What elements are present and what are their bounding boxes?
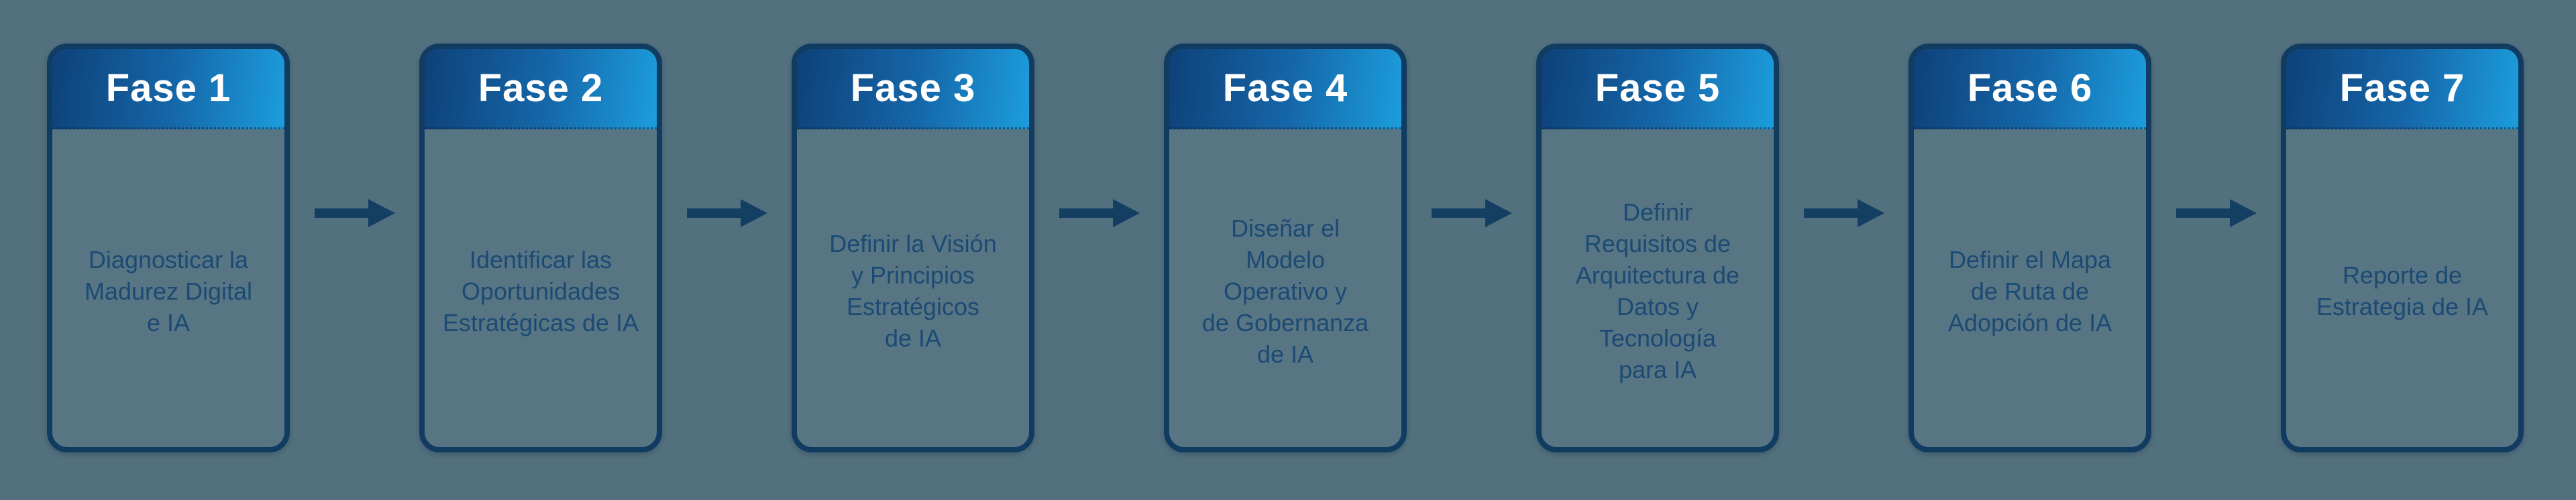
phase-description: Definir la Visión y Principios Estratégi… [829, 230, 997, 352]
right-arrow-icon [1431, 198, 1512, 228]
right-arrow-icon [2176, 198, 2257, 228]
right-arrow-icon [314, 198, 395, 228]
phase-body: Definir la Visión y Principios Estratégi… [797, 129, 1029, 447]
connector-gap [2151, 44, 2281, 228]
right-arrow-icon [1803, 198, 1884, 228]
phase-header: Fase 5 [1542, 49, 1774, 129]
phase-title: Fase 2 [478, 66, 604, 110]
phase-title: Fase 6 [1967, 66, 2093, 110]
phase-description: Definir el Mapa de Ruta de Adopción de I… [1947, 245, 2112, 336]
phase-body: Definir Requisitos de Arquitectura de Da… [1542, 129, 1774, 447]
phase-description: Definir Requisitos de Arquitectura de Da… [1575, 198, 1740, 383]
phase-card-4: Fase 4 Diseñar el Modelo Operativo y de … [1164, 44, 1407, 452]
right-arrow-icon [1059, 198, 1140, 228]
connector-gap [1407, 44, 1536, 228]
phase-card-5: Fase 5 Definir Requisitos de Arquitectur… [1536, 44, 1779, 452]
phase-card-6: Fase 6 Definir el Mapa de Ruta de Adopci… [1909, 44, 2151, 452]
right-arrow-icon [686, 198, 767, 228]
phase-body: Diagnosticar la Madurez Digital e IA [52, 129, 284, 447]
phase-header: Fase 4 [1169, 49, 1401, 129]
connector-gap [662, 44, 792, 228]
phase-card-2: Fase 2 Identificar las Oportunidades Est… [419, 44, 662, 452]
phase-description: Diseñar el Modelo Operativo y de Goberna… [1201, 214, 1369, 368]
phase-header: Fase 1 [52, 49, 284, 129]
phase-title: Fase 3 [850, 66, 976, 110]
phase-body: Definir el Mapa de Ruta de Adopción de I… [1914, 129, 2146, 447]
phase-body: Reporte de Estrategia de IA [2286, 129, 2518, 447]
phase-card-3: Fase 3 Definir la Visión y Principios Es… [792, 44, 1034, 452]
phase-header: Fase 7 [2286, 49, 2518, 129]
phase-card-1: Fase 1 Diagnosticar la Madurez Digital e… [47, 44, 290, 452]
phase-description: Diagnosticar la Madurez Digital e IA [84, 245, 253, 336]
phase-header: Fase 3 [797, 49, 1029, 129]
phase-card-7: Fase 7 Reporte de Estrategia de IA [2281, 44, 2524, 452]
phase-body: Diseñar el Modelo Operativo y de Goberna… [1169, 129, 1401, 447]
connector-gap [1034, 44, 1164, 228]
phase-description: Identificar las Oportunidades Estratégic… [442, 245, 639, 336]
phase-title: Fase 5 [1595, 66, 1721, 110]
connector-gap [290, 44, 419, 228]
connector-gap [1779, 44, 1909, 228]
phase-title: Fase 7 [2339, 66, 2465, 110]
phase-header: Fase 2 [425, 49, 657, 129]
phase-title: Fase 1 [105, 66, 231, 110]
phase-title: Fase 4 [1222, 66, 1348, 110]
phase-header: Fase 6 [1914, 49, 2146, 129]
phase-body: Identificar las Oportunidades Estratégic… [425, 129, 657, 447]
phase-description: Reporte de Estrategia de IA [2316, 261, 2489, 320]
